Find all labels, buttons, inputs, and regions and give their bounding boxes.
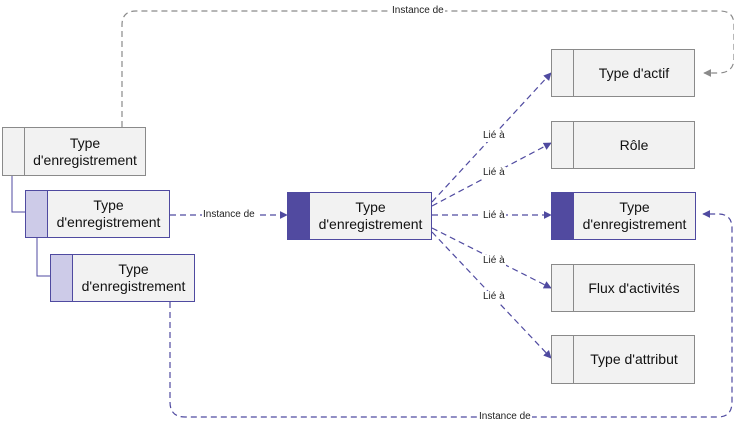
node-tab (552, 50, 574, 96)
node-type-attribut[interactable]: Type d'attribut (551, 335, 695, 384)
node-label: Type d'actif (598, 64, 670, 81)
node-type-record-center[interactable]: Type d'enregistrement (287, 192, 432, 240)
node-label: Type d'attribut (590, 351, 678, 367)
node-flux-activites[interactable]: Flux d'activités (551, 264, 695, 312)
node-type-record-mid[interactable]: Type d'enregistrement (25, 190, 170, 238)
node-type-actif[interactable]: Type d'actif (551, 49, 695, 97)
node-label: Type d'enregistrement (33, 134, 137, 168)
node-type-record-top[interactable]: Type d'enregistrement (2, 127, 146, 176)
node-type-record-right[interactable]: Type d'enregistrement (551, 192, 696, 240)
hierarchy-connector-2 (36, 238, 50, 277)
node-label: Type d'enregistrement (582, 199, 687, 232)
edge-label-instance-top: Instance de (391, 5, 445, 17)
edge-lie-flux (431, 227, 552, 289)
node-tab (3, 128, 25, 175)
node-label: Type d'enregistrement (318, 199, 423, 232)
node-type-record-low[interactable]: Type d'enregistrement (50, 254, 195, 302)
edge-label-lie-3: Lié à (482, 210, 506, 222)
node-tab (552, 265, 574, 311)
edge-label-lie-1: Lié à (482, 130, 506, 142)
edge-label-lie-2: Lié à (482, 167, 506, 179)
node-tab (552, 193, 574, 239)
node-tab (51, 255, 73, 301)
edge-label-instance-bottom: Instance de (478, 411, 532, 423)
node-role[interactable]: Rôle (551, 121, 695, 169)
node-label: Type d'enregistrement (56, 197, 161, 230)
node-tab (552, 122, 574, 168)
hierarchy-connector-1 (11, 176, 25, 213)
edge-label-lie-5: Lié à (482, 291, 506, 303)
node-tab (552, 336, 574, 383)
edge-lie-attribut (431, 231, 552, 359)
edge-instance-top (121, 10, 734, 127)
edge-lie-role (431, 142, 552, 207)
node-label: Type d'enregistrement (81, 261, 186, 294)
node-label: Rôle (619, 136, 649, 153)
node-tab (288, 193, 310, 239)
node-tab (26, 191, 48, 237)
edge-instance-bottom (169, 210, 733, 418)
node-label: Flux d'activités (588, 279, 680, 296)
edge-label-instance-mid: Instance de (202, 209, 256, 221)
edge-label-lie-4: Lié à (482, 255, 506, 267)
